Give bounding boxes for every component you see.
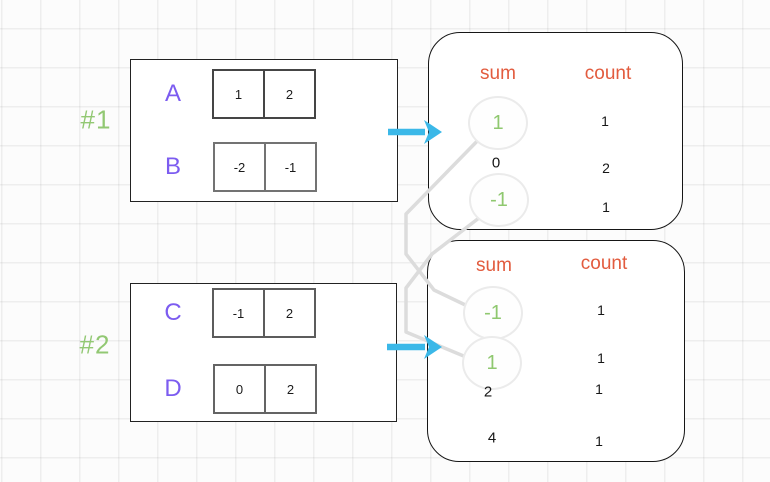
- array-c-cells: -1 2: [212, 288, 316, 338]
- array-a-label: A: [164, 80, 182, 107]
- example2-row0-count: 1: [597, 302, 605, 318]
- example2-row2-sum: 2: [483, 383, 493, 401]
- example1-result-table: sum count 1 1 0 2 -1 1: [428, 32, 683, 230]
- array-d-cell-1: 2: [264, 366, 315, 412]
- array-d-cell-0: 0: [235, 381, 244, 397]
- example2-row2-count: 1: [595, 381, 603, 397]
- example1-row2-sum: -1: [490, 188, 508, 211]
- array-b-cell-1: -1: [264, 144, 315, 190]
- highlight-circle: -1: [463, 286, 523, 340]
- array-b-label: B: [164, 153, 182, 180]
- example2-arrays-box: C -1 2 D 0 2: [130, 283, 397, 422]
- example1-row1-count: 2: [602, 160, 610, 176]
- array-a-cell-0: 1: [234, 86, 243, 102]
- example2-row0-sum: -1: [484, 301, 502, 324]
- array-a-cells: 1 2: [212, 69, 316, 119]
- example2-row1-sum: 1: [486, 351, 498, 374]
- example2-count-header: count: [580, 253, 628, 274]
- example1-arrays-box: A 1 2 B -2 -1: [130, 59, 398, 202]
- array-c-label: C: [164, 299, 182, 326]
- array-d-label: D: [164, 375, 182, 402]
- highlight-circle: -1: [469, 173, 529, 227]
- example1-row0-sum: 1: [492, 111, 504, 134]
- array-c-cell-0: -1: [232, 305, 245, 321]
- array-a-cell-1: 2: [263, 71, 314, 117]
- example2-result-table: sum count -1 1 1 1 2 1 4 1: [427, 240, 685, 462]
- array-b-cells: -2 -1: [213, 142, 317, 192]
- example1-sum-header: sum: [480, 63, 516, 84]
- example1-label: #1: [80, 104, 112, 135]
- highlight-circle: 1: [468, 96, 528, 150]
- example1-row2-count: 1: [602, 199, 610, 215]
- example1-count-header: count: [584, 63, 632, 84]
- example2-sum-header: sum: [476, 255, 512, 276]
- example1-row1-sum: 0: [491, 154, 501, 172]
- example2-row1-count: 1: [597, 350, 605, 366]
- array-b-cell-0: -2: [233, 159, 246, 175]
- example2-row3-count: 1: [595, 433, 603, 449]
- highlight-circle: 1: [462, 336, 522, 390]
- example2-row3-sum: 4: [487, 429, 497, 447]
- example1-row0-count: 1: [601, 113, 609, 129]
- array-c-cell-1: 2: [263, 290, 314, 336]
- array-d-cells: 0 2: [213, 364, 317, 414]
- example2-label: #2: [79, 329, 111, 360]
